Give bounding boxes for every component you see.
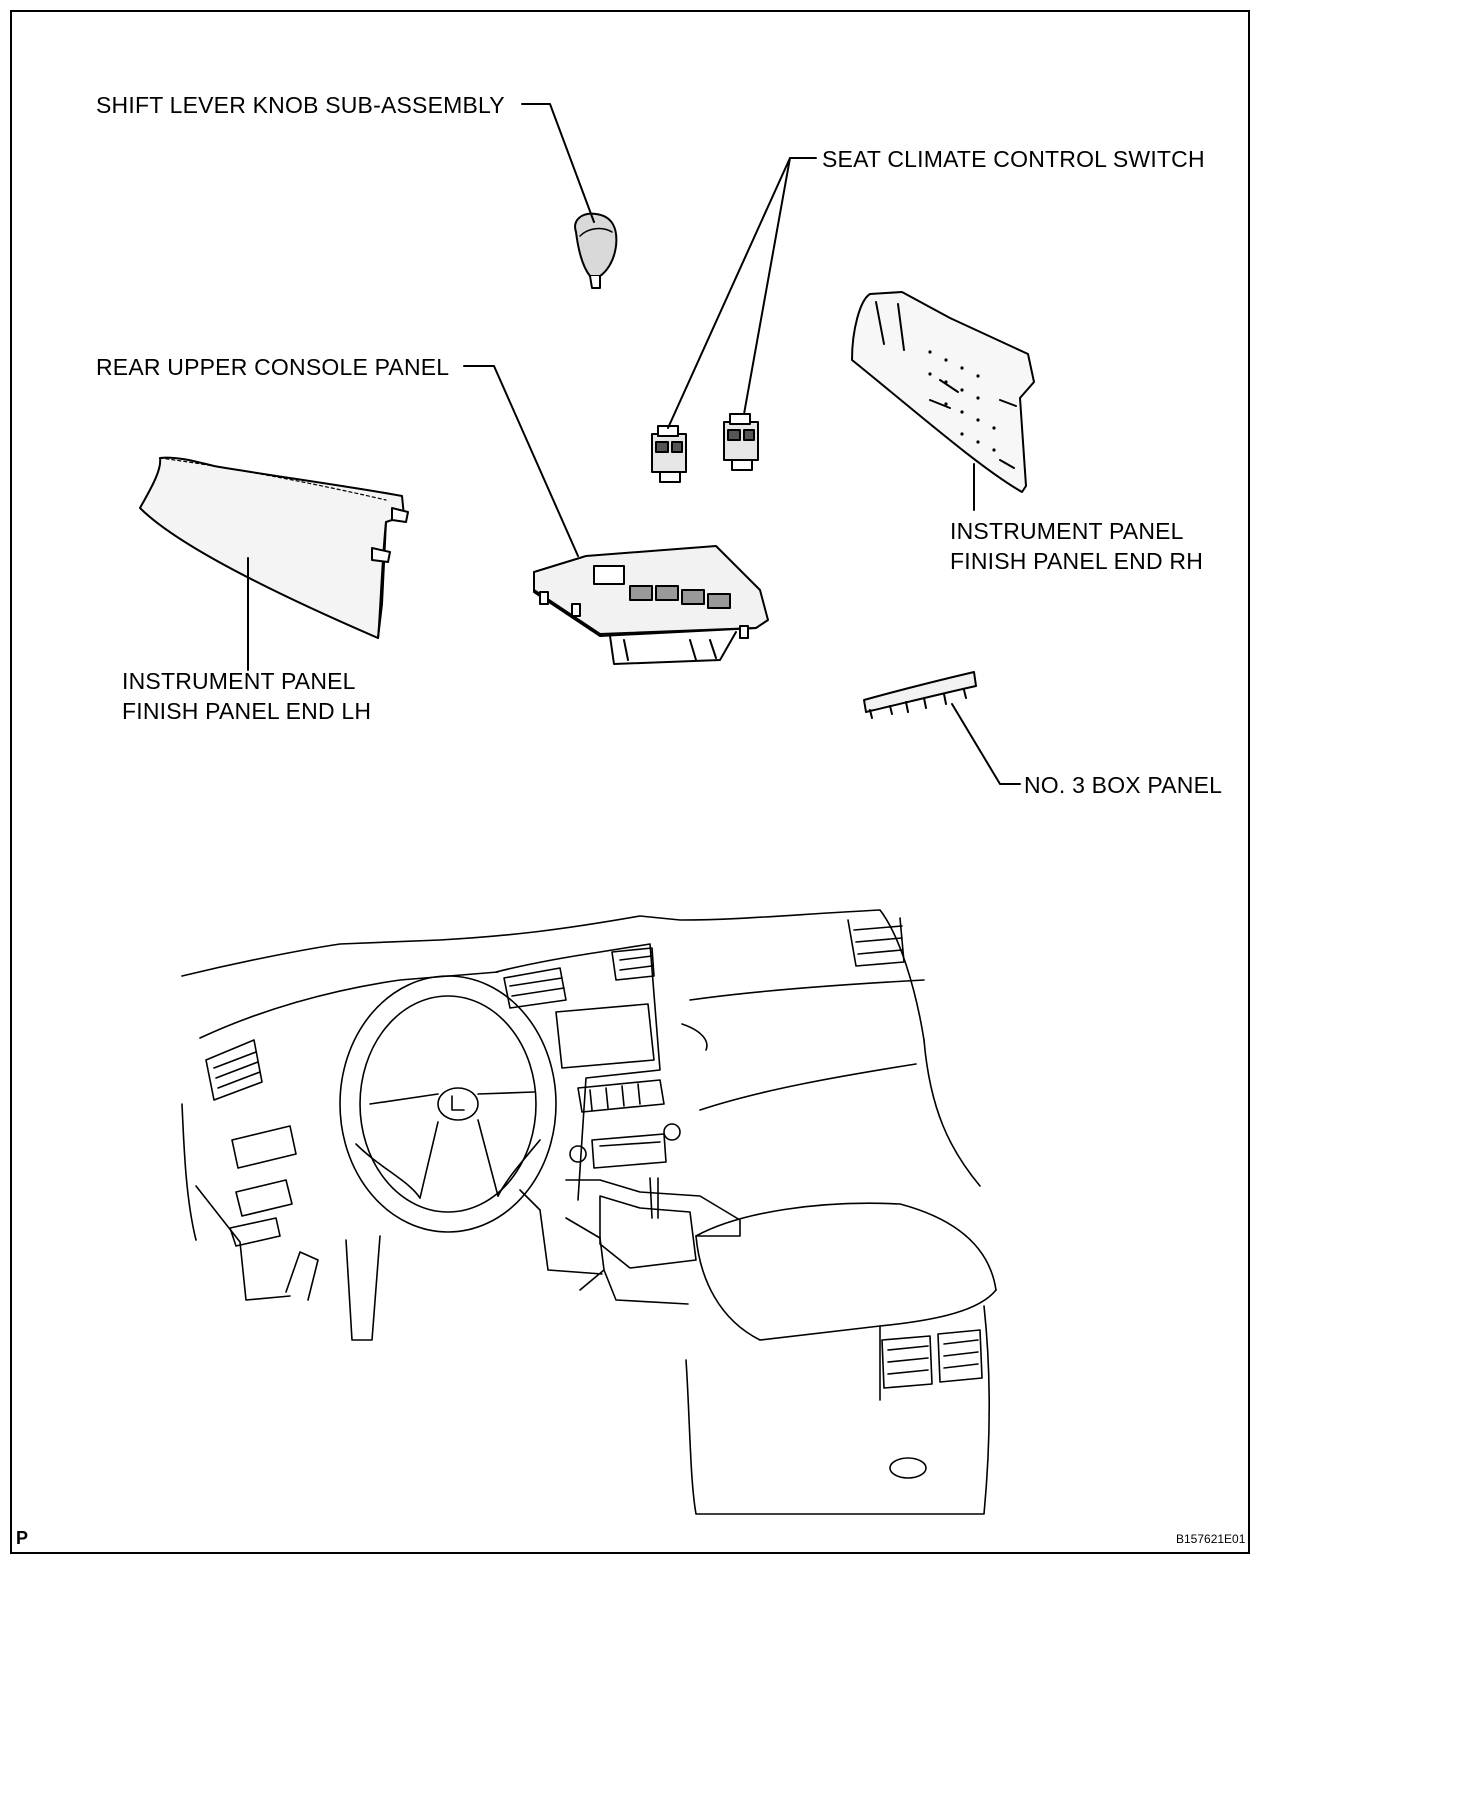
label-seat-climate-control-switch: SEAT CLIMATE CONTROL SWITCH [822,146,1205,172]
corner-mark: P [16,1528,29,1548]
label-finish-panel-lh-line1: INSTRUMENT PANEL [122,668,356,694]
finish-panel-rh-part [851,291,1035,493]
rear-console-part [533,545,769,665]
exploded-parts-diagram [139,103,1035,1515]
leader-rear-console [463,365,579,557]
label-rear-upper-console-panel: REAR UPPER CONSOLE PANEL [96,354,450,380]
label-finish-panel-rh-line1: INSTRUMENT PANEL [950,518,1184,544]
diagram-frame [10,10,1250,1554]
label-shift-lever-knob: SHIFT LEVER KNOB SUB-ASSEMBLY [96,92,505,118]
box-panel-part [863,671,977,719]
leader-seat-switch [667,157,817,429]
vehicle-interior-drawing [181,909,997,1515]
leader-shift-knob [521,103,595,223]
label-finish-panel-lh-line2: FINISH PANEL END LH [122,698,372,724]
seat-switch-right [723,413,759,471]
finish-panel-lh-part [139,456,409,639]
label-no-3-box-panel: NO. 3 BOX PANEL [1024,772,1223,798]
shift-knob-part [574,212,618,289]
seat-switch-left [651,425,687,483]
figure-code: B157621E01 [1176,1532,1246,1546]
label-finish-panel-rh-line2: FINISH PANEL END RH [950,548,1204,574]
leader-box-panel [951,703,1021,785]
